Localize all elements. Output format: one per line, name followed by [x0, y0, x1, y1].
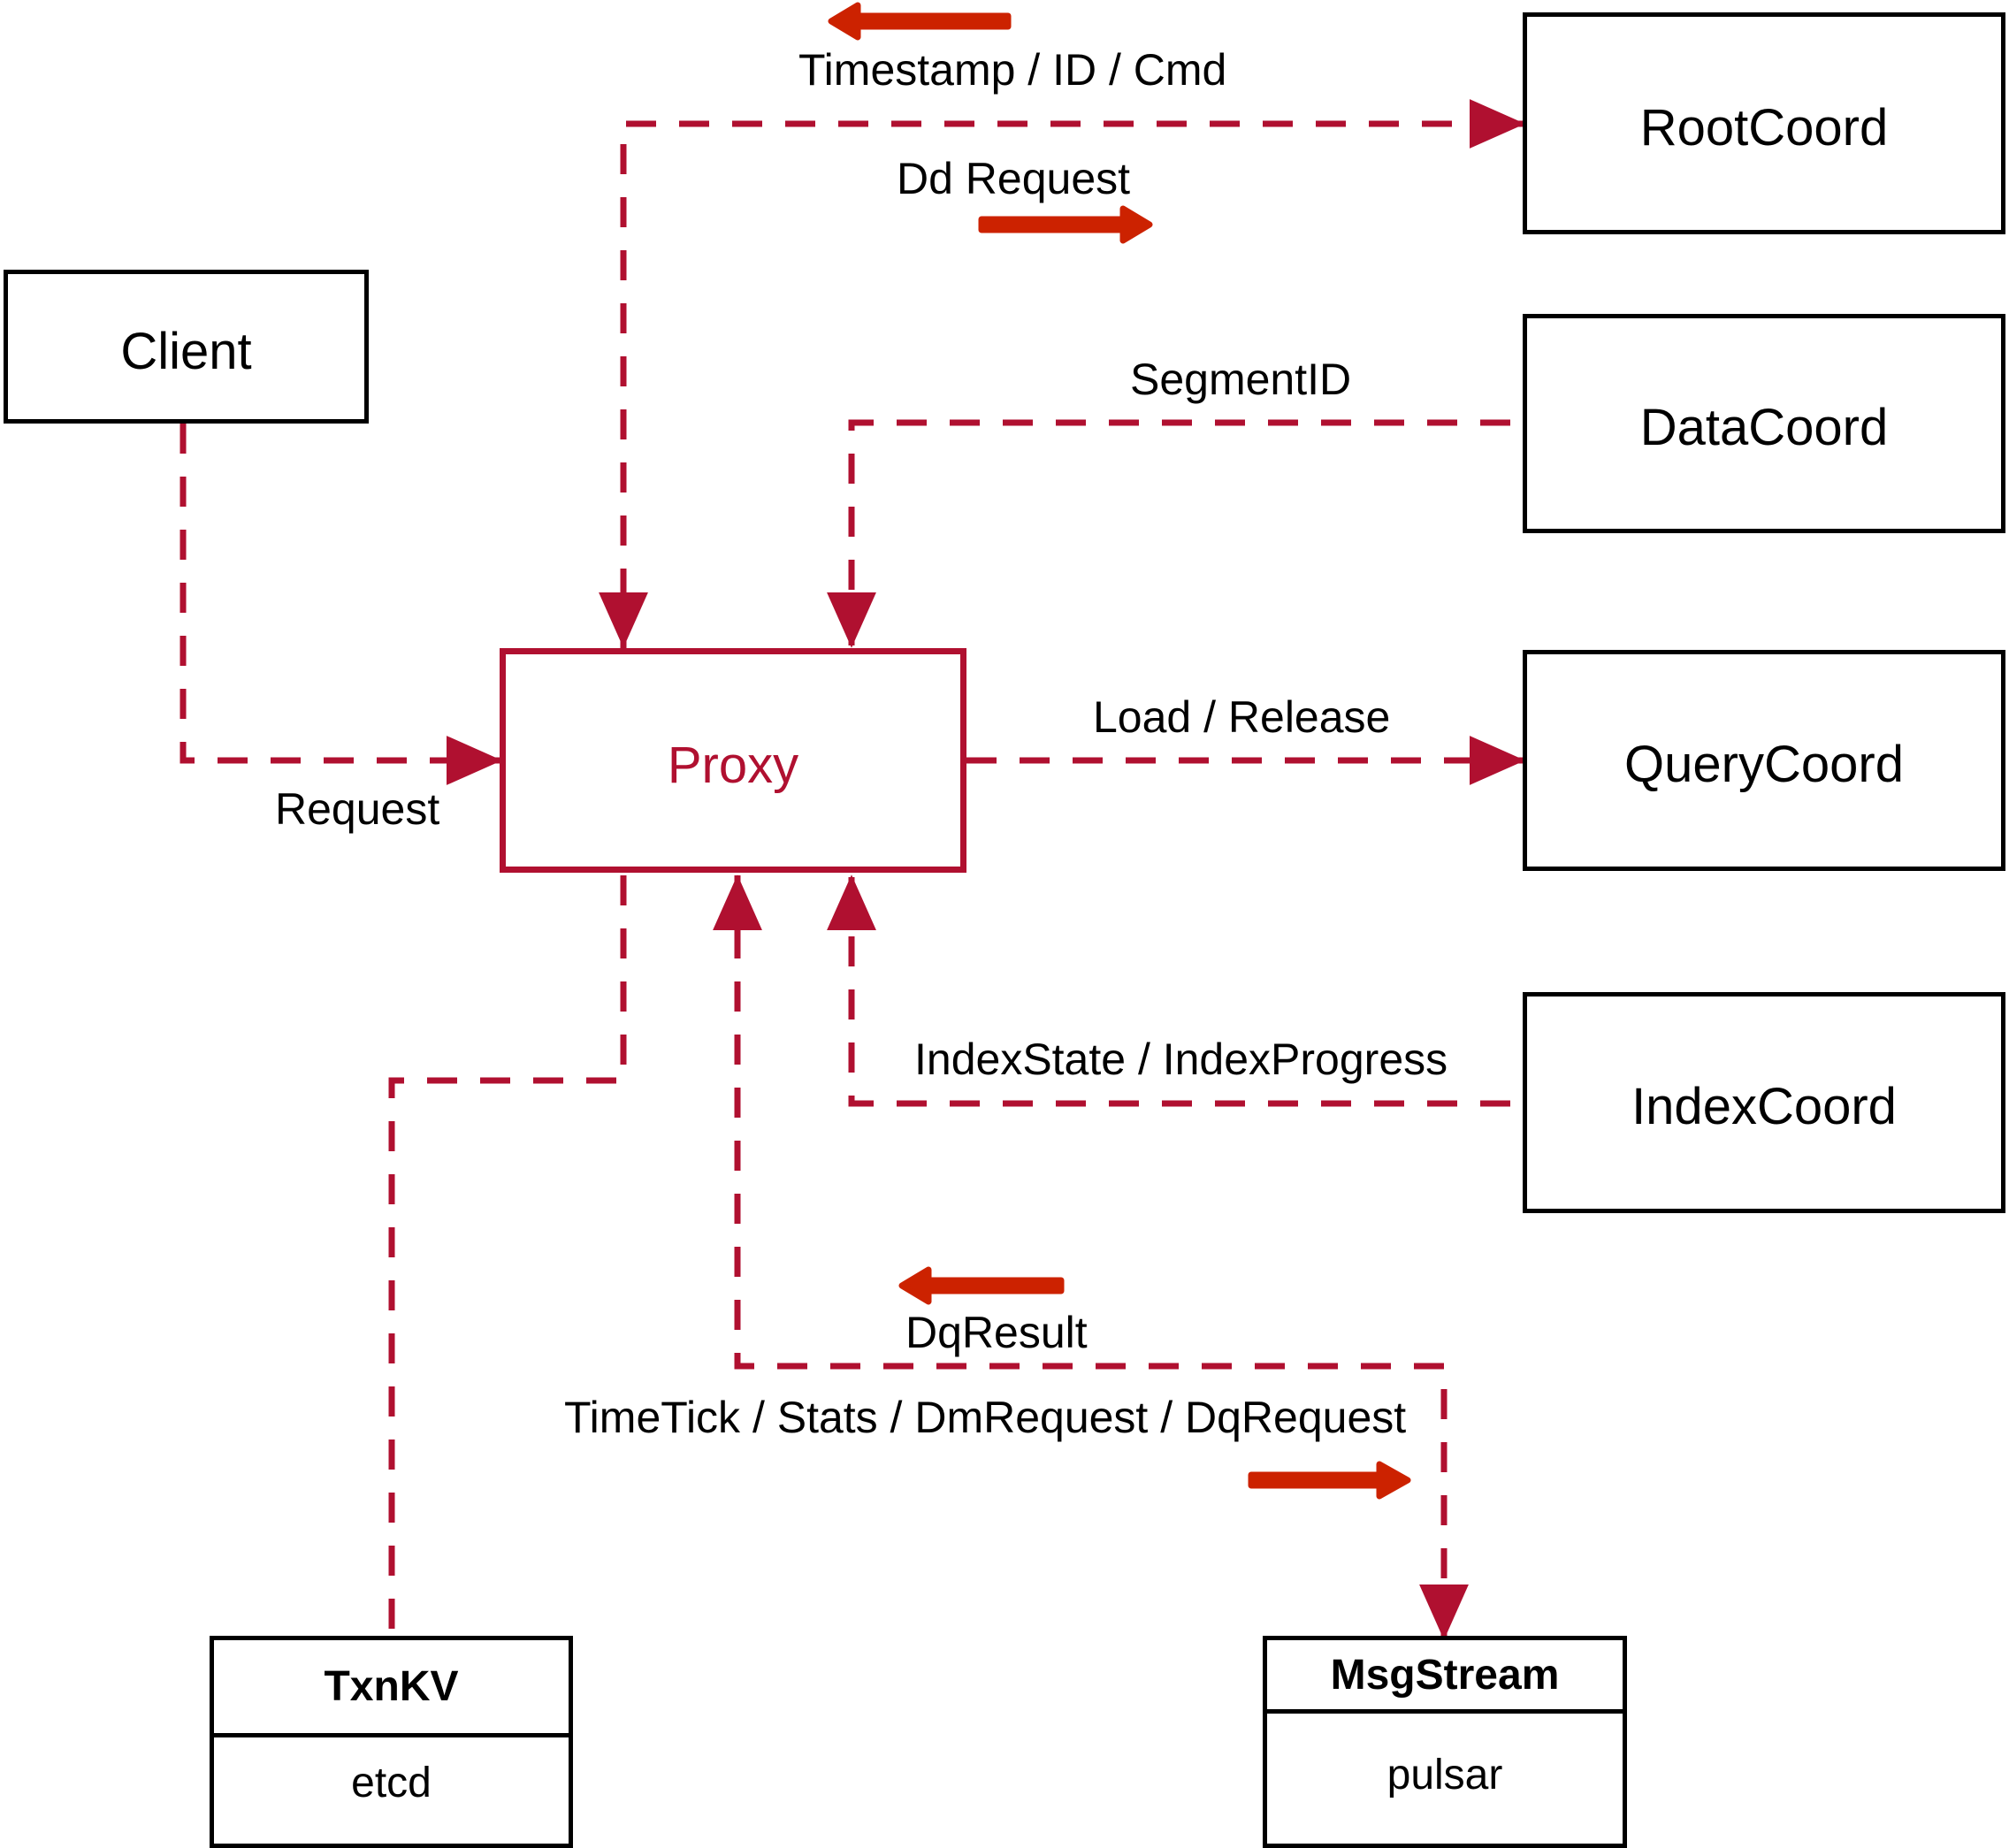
arrow-left-dqresult-icon: [898, 1266, 1065, 1305]
edge-label-dq-result: DqResult: [905, 1308, 1088, 1357]
edge-label-request: Request: [275, 784, 440, 834]
node-proxy-label: Proxy: [667, 737, 799, 794]
edge-label-dd-request: Dd Request: [897, 154, 1131, 203]
node-msgstream-impl: pulsar: [1386, 1752, 1503, 1798]
node-index-coord-label: IndexCoord: [1631, 1078, 1897, 1135]
edge-label-load-release: Load / Release: [1093, 692, 1391, 742]
edge-label-segment-id: SegmentID: [1130, 355, 1352, 404]
edge-request-path: [180, 424, 502, 785]
node-txnkv-title: TxnKV: [214, 1640, 569, 1737]
node-msgstream[interactable]: MsgStream pulsar: [1263, 1636, 1627, 1848]
node-txnkv[interactable]: TxnKV etcd: [210, 1636, 573, 1848]
node-data-coord[interactable]: DataCoord: [1523, 314, 2005, 533]
arrow-right-timetick-icon: [1248, 1461, 1411, 1500]
node-root-coord[interactable]: RootCoord: [1523, 12, 2005, 234]
node-client[interactable]: Client: [4, 270, 369, 424]
node-msgstream-title: MsgStream: [1267, 1640, 1623, 1714]
node-client-label: Client: [120, 323, 252, 380]
node-index-coord[interactable]: IndexCoord: [1523, 992, 2005, 1213]
node-query-coord-label: QueryCoord: [1624, 736, 1904, 793]
edge-txnkv-path: [388, 875, 627, 1636]
edge-label-timestamp-id-cmd: Timestamp / ID / Cmd: [798, 45, 1227, 95]
edge-label-timetick-stats: TimeTick / Stats / DmRequest / DqRequest: [564, 1393, 1407, 1442]
edge-label-index-state-progress: IndexState / IndexProgress: [914, 1035, 1448, 1084]
node-proxy[interactable]: Proxy: [500, 648, 966, 873]
edge-segment-id-path: [827, 419, 1510, 652]
arrow-left-timestamp-icon: [828, 2, 1012, 41]
node-txnkv-impl: etcd: [351, 1760, 432, 1806]
node-data-coord-label: DataCoord: [1639, 399, 1889, 456]
edge-msgstream-path: [713, 874, 1469, 1640]
node-root-coord-label: RootCoord: [1639, 99, 1889, 157]
arrow-right-dd-request-icon: [978, 205, 1153, 244]
node-query-coord[interactable]: QueryCoord: [1523, 650, 2005, 871]
